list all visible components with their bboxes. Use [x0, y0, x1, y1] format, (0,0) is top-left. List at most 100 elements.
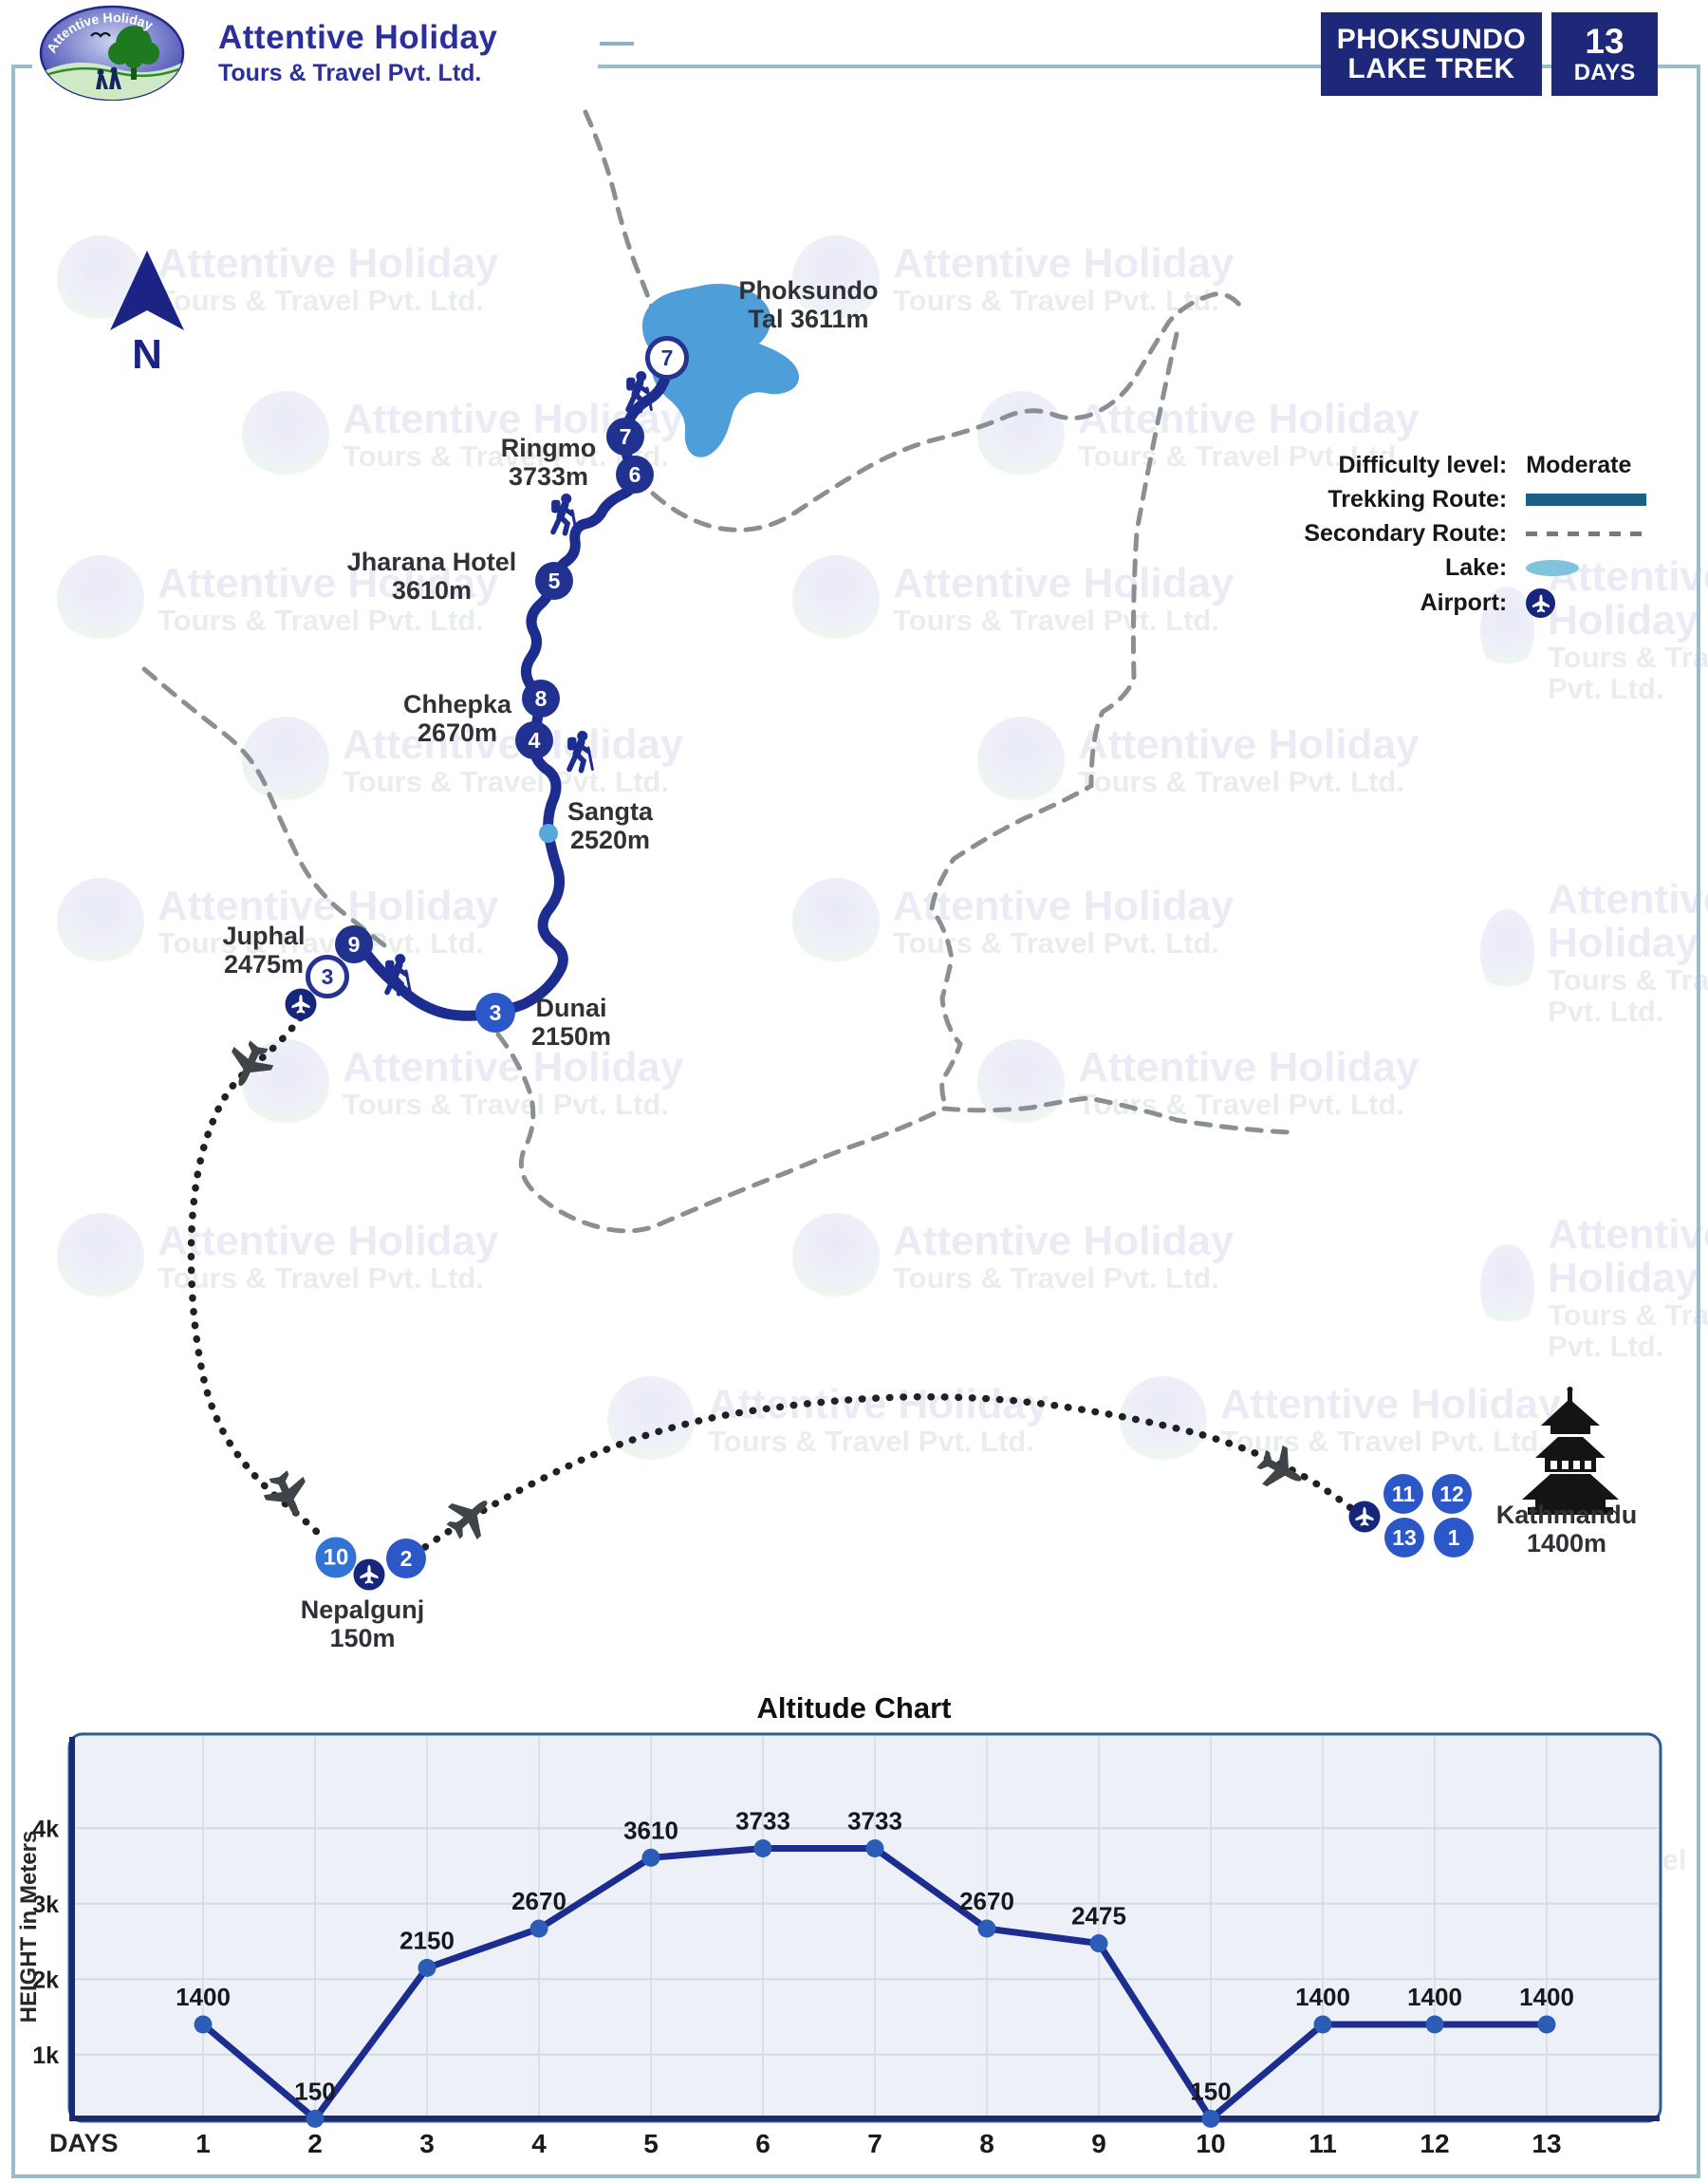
place-label-line: Ringmo [500, 434, 597, 462]
data-point-day-8 [977, 1919, 996, 1938]
place-label-line: Juphal [222, 922, 306, 950]
value-label-day-11: 1400 [1295, 1983, 1350, 2011]
data-point-day-10 [1201, 2109, 1220, 2128]
trek-title-badge: PHOKSUNDO LAKE TREK [1321, 12, 1542, 96]
place-label-line: 2150m [530, 1021, 612, 1051]
value-label-day-3: 2150 [399, 1926, 455, 1954]
waypoint-day-9: 9 [335, 925, 373, 963]
waypoint-day-11: 11 [1383, 1474, 1423, 1514]
waypoint-day-8: 8 [522, 680, 560, 718]
chart-plot-area [67, 1732, 1662, 2123]
difficulty-value: Moderate [1526, 452, 1632, 478]
trekking-route-swatch [1526, 494, 1647, 506]
legend-row-lake: Lake: [1219, 554, 1665, 582]
data-point-day-13 [1537, 2015, 1556, 2034]
day-label-5: 5 [643, 2129, 659, 2158]
data-point-day-3 [418, 1958, 436, 1977]
waypoint-day-2: 2 [386, 1539, 426, 1578]
y-tick-3k: 3k [32, 1892, 59, 1918]
airplane-icon-1 [219, 1035, 279, 1095]
waypoint-day-7: 7 [606, 418, 644, 456]
data-point-day-7 [865, 1839, 884, 1858]
data-point-day-11 [1313, 2015, 1332, 2034]
place-label-line: Nepalgunj [300, 1595, 425, 1624]
waypoint-day-12: 12 [1432, 1474, 1472, 1514]
data-point-day-9 [1089, 1934, 1108, 1953]
altitude-chart: 1k2k3k4k14001150221503267043610537336373… [32, 1732, 1662, 2158]
day-label-2: 2 [307, 2129, 323, 2158]
brand-block: Attentive Holiday Tours & Travel Pvt. Lt… [218, 19, 497, 87]
day-label-4: 4 [531, 2129, 547, 2158]
brand-name: Attentive Holiday [218, 19, 498, 56]
flight-paths [187, 1014, 1356, 1551]
trek-map-canvas [141, 109, 1619, 1551]
day-label-8: 8 [979, 2129, 994, 2158]
day-label-12: 12 [1420, 2129, 1449, 2158]
airplane-icon-3 [438, 1484, 502, 1548]
value-label-day-6: 3733 [735, 1807, 790, 1836]
company-logo: Attentive Holiday [39, 5, 185, 101]
place-label-line: Tal 3611m [748, 304, 869, 333]
place-label-line: 2670m [417, 718, 498, 747]
secondary-route-swatch [1526, 532, 1647, 536]
waypoint-day-10: 10 [315, 1537, 357, 1578]
north-arrow-icon: N [110, 251, 184, 375]
value-label-day-8: 2670 [959, 1887, 1014, 1915]
value-label-day-9: 2475 [1071, 1902, 1126, 1930]
secondary-route-east-west [650, 291, 1248, 532]
data-point-day-1 [194, 2015, 213, 2034]
airport-marker-3 [1348, 1501, 1381, 1533]
secondary-route-west [141, 666, 387, 948]
trek-title-line2: LAKE TREK [1347, 53, 1515, 84]
value-label-day-1: 1400 [176, 1983, 231, 2011]
lake-shape [641, 283, 800, 457]
day-label-10: 10 [1196, 2129, 1225, 2158]
value-label-day-12: 1400 [1407, 1983, 1462, 2011]
legend-row-trekking: Trekking Route: [1219, 486, 1665, 513]
flight-path-juphal-nepalgunj [187, 1014, 328, 1543]
y-tick-4k: 4k [32, 1816, 59, 1842]
place-label-line: Dunai [535, 994, 607, 1022]
north-label: N [132, 331, 162, 375]
value-label-day-10: 150 [1190, 2077, 1231, 2105]
secondary-routes [141, 109, 1291, 1234]
airport-label: Airport: [1420, 589, 1508, 616]
waypoint-day-13: 13 [1384, 1518, 1424, 1557]
place-label-line: Kathmandu [1495, 1501, 1638, 1529]
legend-row-difficulty: Difficulty level: Moderate [1219, 452, 1665, 479]
day-label-6: 6 [755, 2129, 770, 2158]
airplane-icon-4 [1251, 1439, 1312, 1500]
place-label-line: Jharana Hotel [346, 548, 517, 576]
hiker-icon-3 [567, 731, 592, 771]
y-tick-1k: 1k [32, 2042, 59, 2069]
lake-label: Lake: [1444, 554, 1508, 581]
airport-legend-icon [1526, 588, 1556, 618]
data-point-day-5 [641, 1848, 660, 1867]
pagoda-icon [1522, 1387, 1619, 1515]
difficulty-label: Difficulty level: [1338, 452, 1508, 478]
map-legend: Difficulty level: Moderate Trekking Rout… [1219, 452, 1665, 625]
day-label-1: 1 [195, 2129, 211, 2158]
data-point-day-4 [529, 1919, 548, 1938]
place-label-line: 3733m [508, 461, 589, 491]
flight-path-nepalgunj-kathmandu [421, 1392, 1356, 1551]
place-label-line: Phoksundo [738, 276, 879, 305]
header-dash [600, 42, 634, 46]
chart-title: Altitude Chart [756, 1691, 952, 1725]
airplane-icon-2 [258, 1464, 318, 1525]
waypoint-day-5: 5 [535, 562, 573, 600]
place-label-line: 2475m [223, 949, 305, 979]
logo-birds-icon [90, 31, 111, 38]
logo-tree [108, 26, 159, 80]
data-point-day-2 [306, 2109, 325, 2128]
value-label-day-7: 3733 [847, 1807, 902, 1836]
data-point-day-6 [753, 1839, 772, 1858]
brand-subtitle: Tours & Travel Pvt. Ltd. [218, 60, 482, 86]
